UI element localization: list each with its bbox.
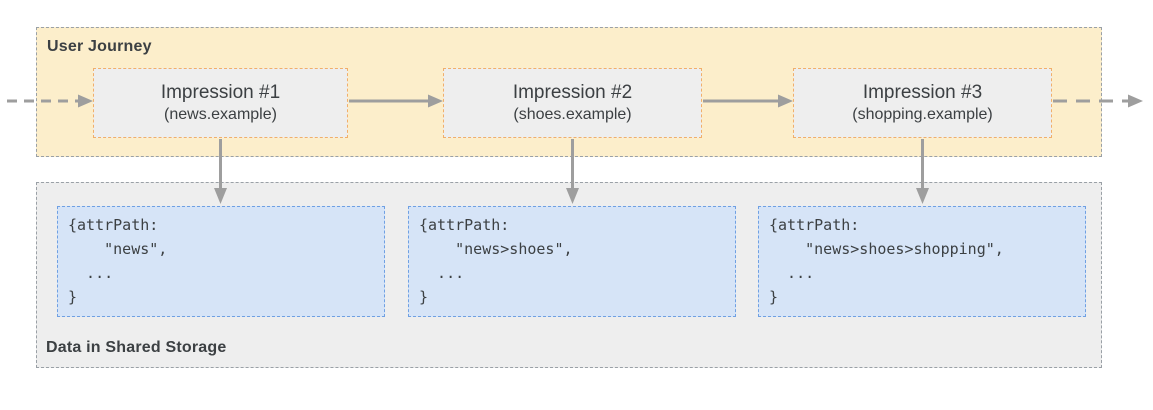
code-line: {attrPath:	[68, 216, 159, 234]
impression-node-2: Impression #2 (shoes.example)	[443, 68, 702, 138]
code-line: "news>shoes",	[419, 240, 573, 258]
code-line: {attrPath:	[419, 216, 510, 234]
impression-node-1: Impression #1 (news.example)	[93, 68, 348, 138]
user-journey-label: User Journey	[47, 38, 152, 55]
impression-3-title: Impression #3	[862, 82, 983, 103]
code-line: "news",	[68, 240, 168, 258]
code-line: ...	[769, 264, 815, 282]
code-line: }	[419, 288, 429, 306]
impression-3-domain: (shopping.example)	[852, 106, 993, 123]
code-line: }	[769, 288, 779, 306]
code-line: }	[68, 288, 78, 306]
storage-entry-2: {attrPath: "news>shoes", ... }	[408, 206, 736, 317]
code-line: ...	[68, 264, 114, 282]
storage-entry-3: {attrPath: "news>shoes>shopping", ... }	[758, 206, 1086, 317]
impression-1-title: Impression #1	[160, 82, 281, 103]
code-line: "news>shoes>shopping",	[769, 240, 1004, 258]
impression-2-title: Impression #2	[512, 82, 633, 103]
impression-1-domain: (news.example)	[164, 106, 277, 123]
storage-entry-1: {attrPath: "news", ... }	[57, 206, 385, 317]
impression-node-3: Impression #3 (shopping.example)	[793, 68, 1052, 138]
shared-storage-label: Data in Shared Storage	[46, 339, 227, 356]
impression-2-domain: (shoes.example)	[513, 106, 632, 123]
code-line: ...	[419, 264, 465, 282]
code-line: {attrPath:	[769, 216, 860, 234]
